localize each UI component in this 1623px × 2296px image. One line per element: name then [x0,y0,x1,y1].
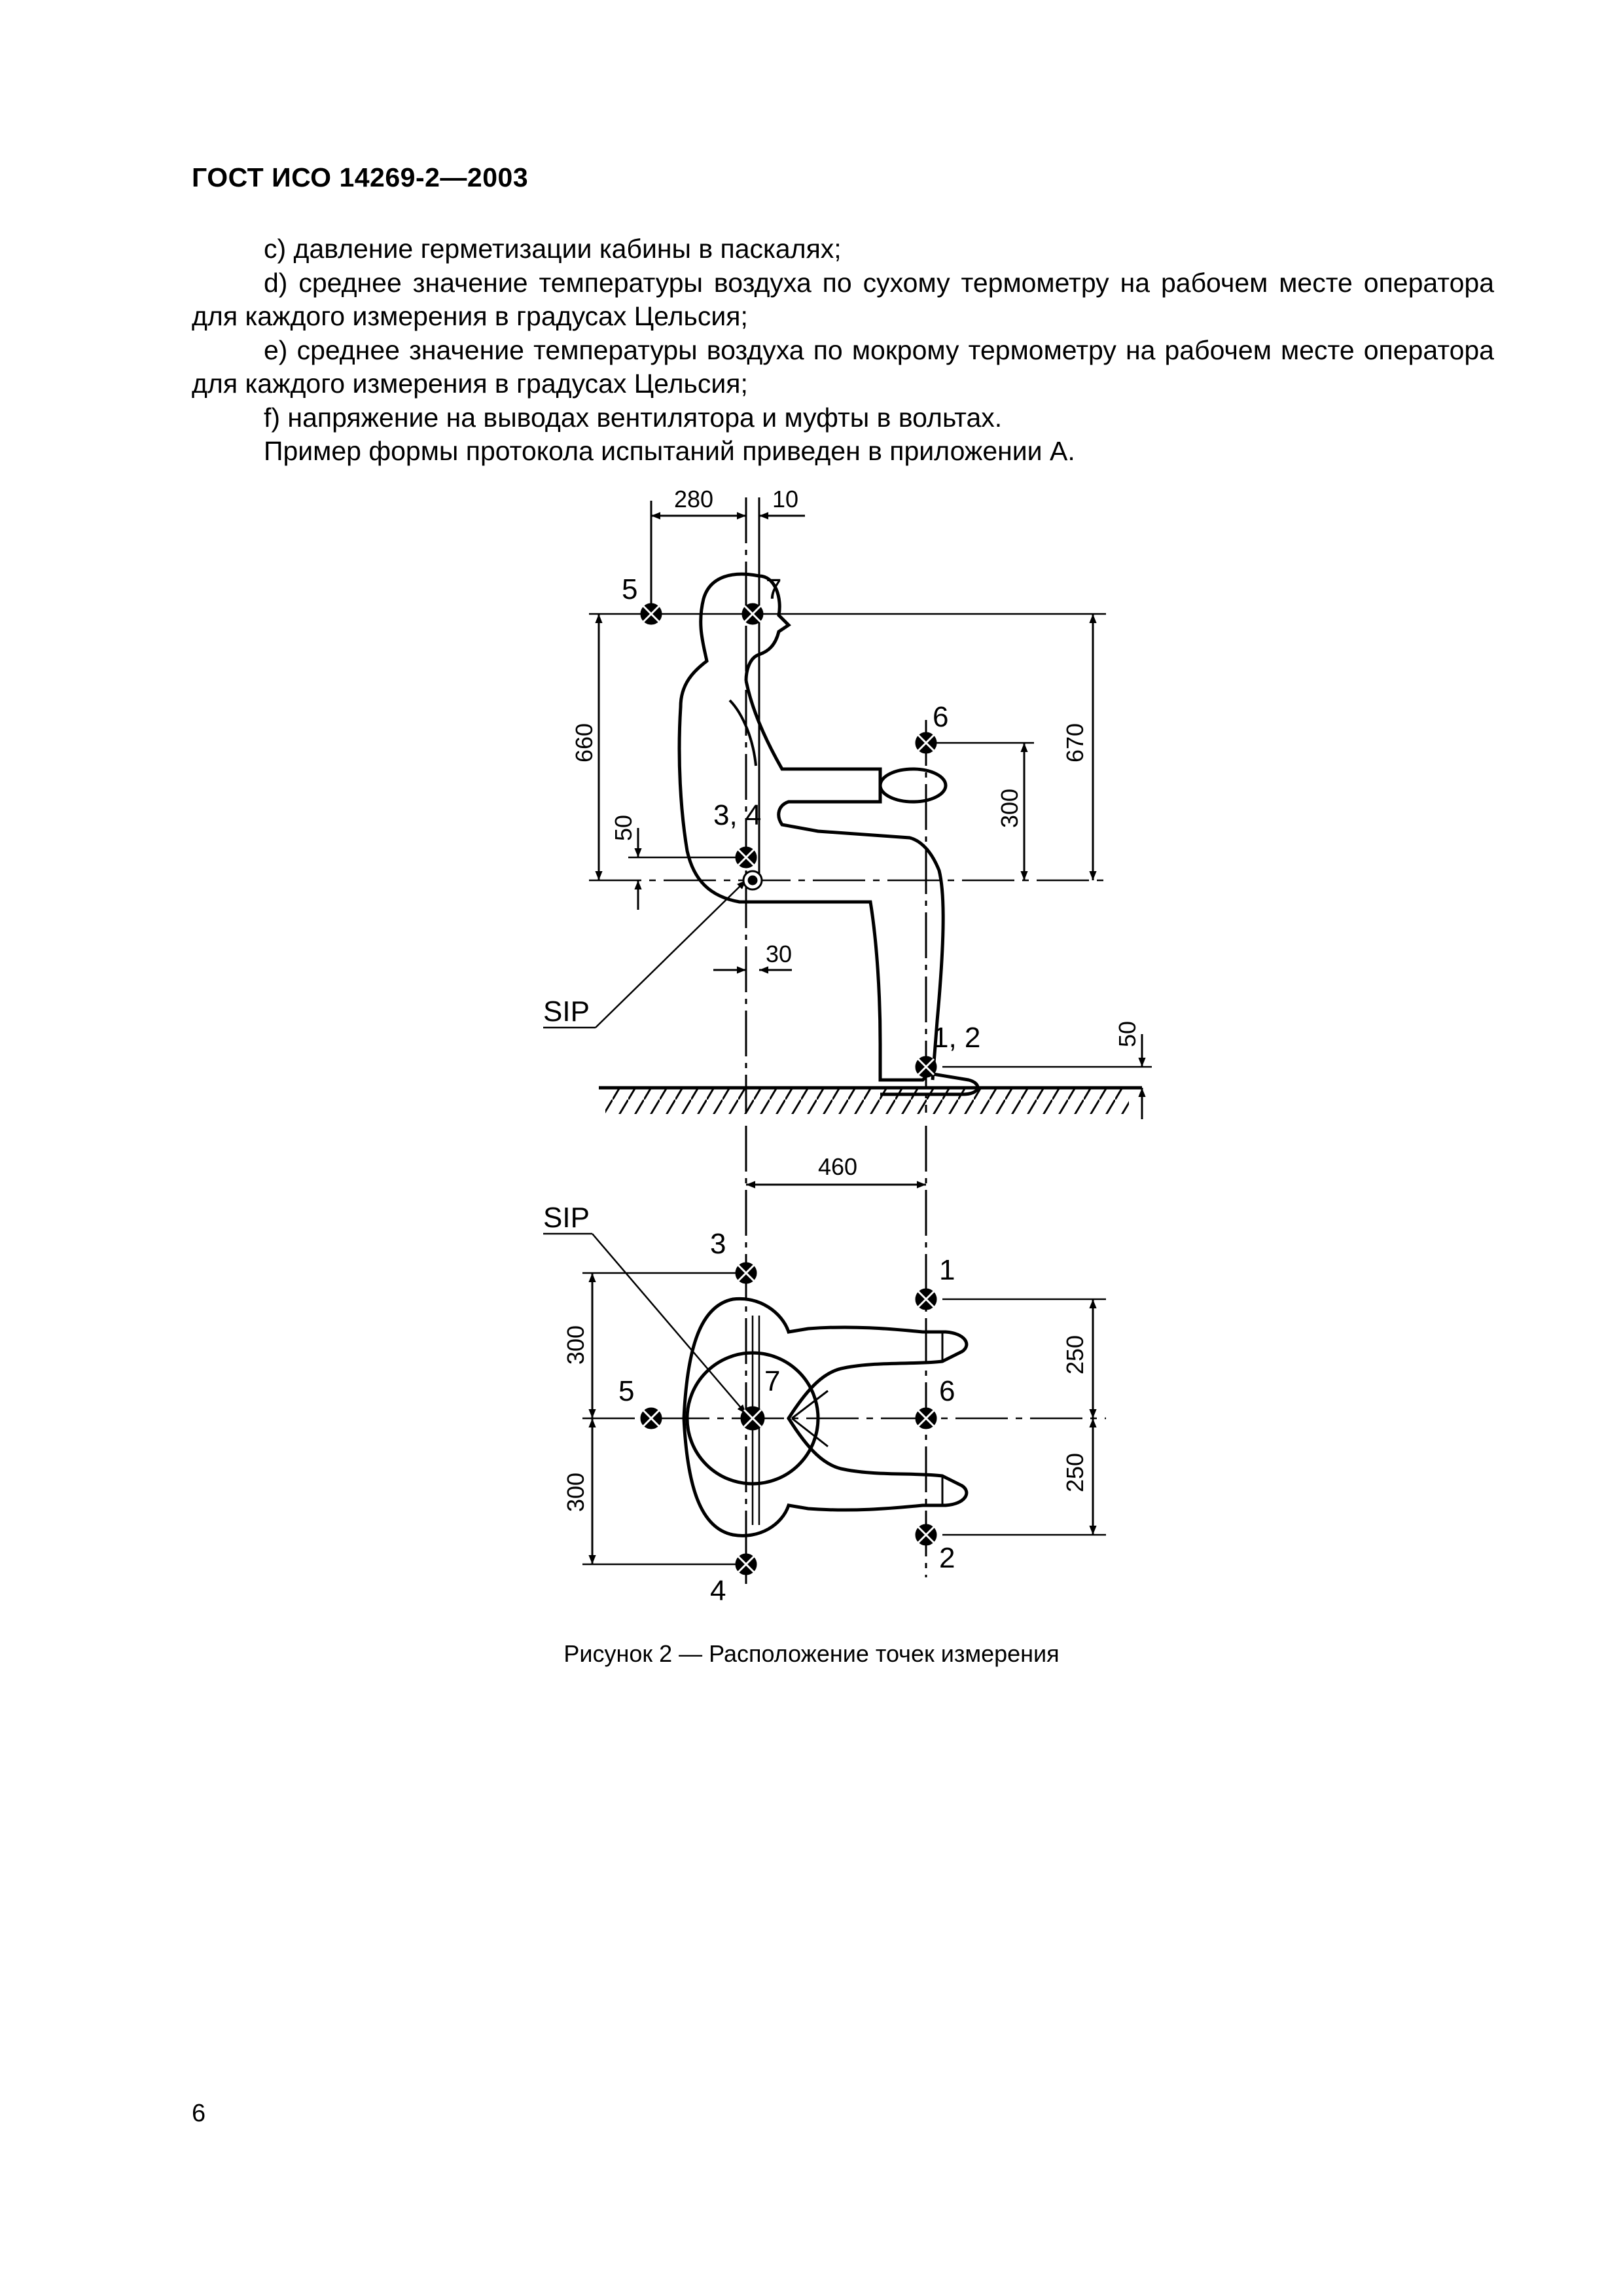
label-5-top: 5 [618,1375,634,1407]
side-view-labels: 280 10 5 7 6 3, 4 1, 2 30 SIP 660 670 30… [543,486,1141,1054]
point-5-side [640,603,662,625]
dim-280: 280 [674,486,713,512]
sip-label-side: SIP [543,996,590,1028]
top-view-points [640,1262,937,1575]
item-e: e) среднее значение температуры воздуха … [192,334,1494,399]
dim-300-top: 300 [562,1325,589,1365]
label-34-side: 3, 4 [713,799,761,831]
sip-label-top: SIP [543,1202,590,1234]
dim-300-bottom: 300 [562,1473,589,1512]
point-12-side [915,1056,937,1078]
label-4-top: 4 [710,1575,726,1607]
item-f: f) напряжение на выводах вентилятора и м… [264,402,1003,433]
dim-300-side: 300 [996,789,1023,828]
label-6-side: 6 [933,701,948,733]
point-6-side [915,732,937,754]
point-7-side [741,603,764,625]
point-3-top [735,1262,757,1284]
point-6-top [915,1407,937,1429]
figure-caption: Рисунок 2 — Расположение точек измерения [563,1640,1060,1667]
point-7-top [740,1406,765,1431]
dim-250-bottom: 250 [1061,1453,1088,1492]
point-34-side [735,846,757,869]
label-7-side: 7 [766,573,781,605]
label-7-top: 7 [764,1365,780,1397]
label-3-top: 3 [710,1228,726,1260]
label-2-top: 2 [939,1542,955,1574]
side-view-points [640,603,937,1078]
label-12-side: 1, 2 [933,1022,980,1054]
dim-460: 460 [818,1153,857,1180]
dim-250-top: 250 [1061,1335,1088,1374]
dim-30: 30 [766,941,792,967]
point-5-top [640,1407,662,1429]
item-d: d) среднее значение температуры воздуха … [192,267,1494,332]
item-c: c) давление герметизации кабины в паскал… [264,234,842,264]
body-text: c) давление герметизации кабины в паскал… [192,232,1494,469]
dim-10: 10 [772,486,798,512]
label-1-top: 1 [939,1254,955,1286]
point-1-top [915,1288,937,1310]
label-6-top: 6 [939,1375,955,1407]
point-2-top [915,1524,937,1546]
dim-670: 670 [1061,723,1088,762]
top-view-labels: 460 SIP 3 4 1 2 5 6 7 300 300 250 250 [543,1153,1088,1607]
label-5-side: 5 [622,573,637,605]
sip-point-side [742,870,763,891]
page-number: 6 [192,2100,206,2127]
top-view [543,1126,1106,1584]
dim-50-seat: 50 [610,815,637,841]
dim-660: 660 [571,723,597,762]
protocol-note: Пример формы протокола испытаний приведе… [264,436,1075,466]
dim-50-floor: 50 [1114,1021,1141,1047]
document-header: ГОСТ ИСО 14269-2—2003 [192,162,529,192]
side-view [543,497,1152,1119]
point-4-top [735,1553,757,1575]
